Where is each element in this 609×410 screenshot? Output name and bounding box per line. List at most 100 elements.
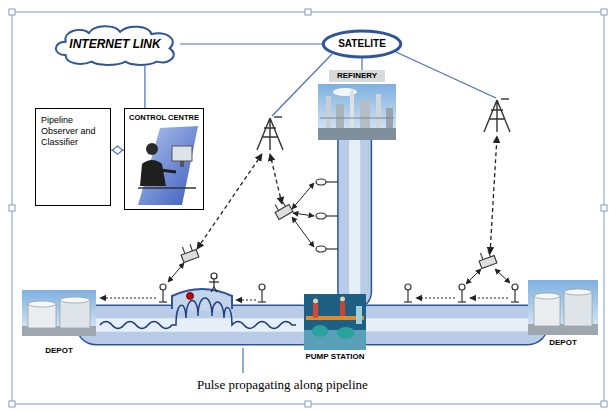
gateway-node: [477, 249, 497, 269]
gateway-node: [282, 200, 286, 206]
antenna-tower: [484, 100, 510, 132]
sensor-symbol: [258, 301, 266, 302]
selection-frame: [12, 12, 604, 404]
leader-line: [243, 348, 244, 373]
pulse-wave: [100, 298, 296, 329]
satellite-link: [396, 52, 496, 98]
cloud-outline: [56, 26, 174, 65]
refinery-picture: [336, 104, 344, 130]
process-box: Pipeline Observer and Classifier: [35, 108, 111, 206]
node-label: DEPOT: [45, 346, 73, 356]
pipeline: [368, 304, 528, 345]
pump-station-picture: [340, 302, 345, 316]
depot-picture: [564, 292, 592, 326]
depot-picture: [534, 296, 560, 326]
sensor-symbol: [405, 284, 411, 290]
pump-station-node: PUMP STATION: [302, 292, 368, 362]
depot-picture: [28, 304, 56, 328]
pipeline: [354, 142, 355, 292]
leader-line: [242, 348, 243, 373]
person-figure: [209, 281, 219, 282]
gateway-node: [488, 250, 490, 257]
sensor-link: [466, 269, 481, 284]
person-figure: [214, 287, 217, 292]
selection-frame: [9, 9, 607, 407]
node-label: CONTROL CENTRE: [129, 113, 199, 122]
ellipse-outline: [323, 31, 401, 57]
operator-picture: [140, 160, 166, 186]
sensor-link: [293, 213, 314, 216]
pump-station-picture: [304, 294, 366, 350]
node-label: REFINERY: [329, 70, 385, 82]
pipeline: [349, 142, 360, 292]
pump-station-picture: [313, 299, 318, 304]
pipe-sensor: [326, 248, 338, 249]
pipe-sensor: [326, 181, 338, 182]
refinery-picture: [320, 118, 394, 119]
sensor-symbol: [514, 290, 515, 302]
refinery-picture: [326, 96, 331, 130]
pipe-sensor: [316, 246, 326, 252]
node-label: SATELITE: [338, 38, 386, 50]
sensor-symbol: [261, 290, 262, 302]
leak-point: [187, 293, 194, 300]
sensor-symbol: [162, 290, 163, 302]
depot-picture: [22, 280, 598, 336]
pipe-sensor: [316, 213, 326, 219]
cloud-node: INTERNET LINK: [50, 22, 180, 66]
person-figure: [209, 273, 219, 292]
refinery-picture: [376, 94, 381, 130]
gateway-node: [275, 205, 293, 220]
gateway-node: [272, 198, 293, 219]
satellite-ellipse: SATELITE: [322, 30, 402, 58]
pump-station-picture: [304, 294, 366, 350]
sensor-symbol: [512, 284, 518, 290]
link-line: [361, 58, 362, 70]
pump-station-picture: [313, 304, 318, 318]
gateway-node: [179, 243, 199, 263]
antenna-tower: [257, 118, 283, 150]
selection-frame: [601, 401, 607, 407]
node-label: Pipeline Observer and Classifier: [41, 115, 99, 147]
pipe-sensor: [316, 179, 338, 252]
node-label: PUMP STATION: [305, 352, 364, 362]
pipeline: [96, 324, 302, 325]
sensor-symbol: [407, 290, 408, 302]
sensor-symbol: [259, 284, 265, 290]
depot-picture: [22, 290, 96, 336]
gateway-node: [275, 204, 279, 210]
pump-station-picture: [312, 325, 328, 337]
sensor-symbol: [461, 290, 462, 302]
sensor-symbol: [160, 284, 166, 290]
antenna-tower: [501, 98, 509, 99]
pulse-wave: [100, 298, 296, 329]
pulse-arrow: [236, 299, 256, 300]
depot-node: DEPOT: [22, 290, 96, 356]
link-line: [180, 44, 322, 45]
depot-picture: [60, 300, 90, 328]
selection-frame: [9, 9, 15, 15]
link-line: [144, 66, 145, 108]
refinery-node: REFINERY: [318, 70, 396, 142]
gateway-node: [480, 253, 482, 260]
pipeline: [339, 142, 371, 292]
refinery-picture: [318, 128, 396, 140]
gateway-node: [179, 198, 497, 268]
sensor-symbol: [159, 301, 167, 302]
operator-picture: [138, 126, 198, 205]
annotation-label: Pulse propagating along pipeline: [195, 377, 370, 393]
operator-picture: [180, 161, 184, 167]
pipeline: [96, 306, 302, 344]
antenna-tower: [274, 116, 282, 117]
link-line: [144, 66, 145, 108]
refinery-picture: [360, 100, 370, 130]
refinery-picture: [350, 90, 354, 130]
leak-point: [187, 293, 194, 300]
sensor-link: [168, 263, 184, 282]
operator-picture: [146, 143, 158, 155]
pipe-sensor: [326, 215, 338, 216]
pipeline: [337, 142, 372, 292]
refinery-picture: [386, 108, 393, 130]
sensor-symbol: [458, 301, 466, 302]
pipe-sensor: [316, 179, 326, 185]
